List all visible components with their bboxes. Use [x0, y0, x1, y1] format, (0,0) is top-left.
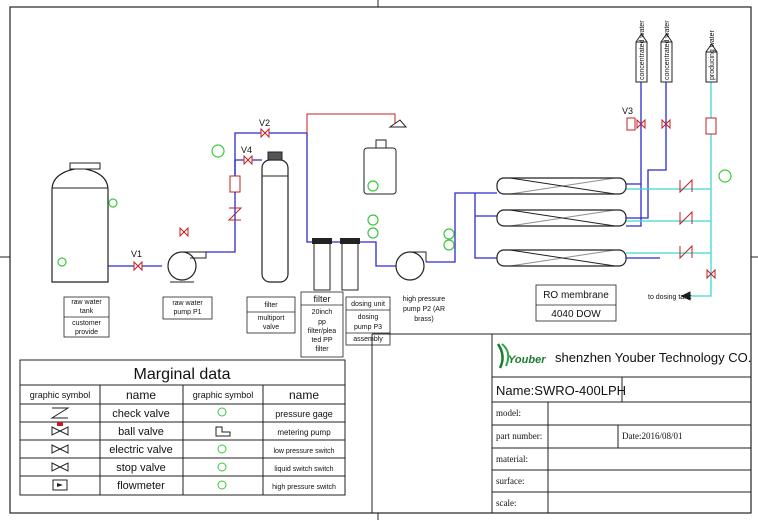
- ro-membranes: [496, 177, 627, 267]
- legend-header-symbol-2: graphic symbol: [193, 390, 254, 400]
- raw-pump-label-2: pump P1: [173, 309, 201, 316]
- raw-tank-label-1: raw water: [71, 299, 102, 306]
- legend-high-pressure-switch: high pressure switch: [272, 484, 336, 491]
- youber-logo-icon: [496, 343, 504, 369]
- high-pressure-pump: [395, 251, 427, 281]
- hp-pump-label-3: brass): [414, 316, 433, 323]
- logo-text: Youber: [508, 354, 546, 366]
- electric-valve-icon: [51, 444, 69, 454]
- pp-filter-label-1: filter: [313, 294, 330, 304]
- pp-filters: [312, 238, 360, 291]
- outlet-label-product: producing water: [709, 30, 716, 80]
- ball-valve-icon: [51, 426, 69, 436]
- legend-stop-valve: stop valve: [116, 462, 166, 474]
- raw-pump-label-1: raw water: [172, 300, 203, 307]
- part-number-label: part number:: [496, 431, 542, 441]
- legend-metering-pump: metering pump: [277, 428, 331, 437]
- raw-tank-label-4: provide: [75, 329, 98, 336]
- legend-low-pressure-switch: low pressure switch: [273, 448, 334, 455]
- dosing-label-3: pump P3: [354, 324, 382, 331]
- valve-label-v1: V1: [131, 249, 142, 259]
- legend-header-name-2: name: [289, 388, 319, 402]
- drawing-name: Name:SWRO-400LPH: [496, 383, 626, 398]
- multiport-filter: [261, 151, 289, 283]
- hp-pump-label-1: high pressure: [403, 296, 446, 303]
- pressure-gage-icon: [217, 407, 227, 417]
- surface-label: surface:: [496, 476, 524, 486]
- legend-ball-valve: ball valve: [118, 426, 164, 438]
- pp-filter-label-5: ted PP: [311, 337, 332, 344]
- raw-water-pump: [167, 251, 207, 283]
- dosing-label-1: dosing unit: [351, 301, 385, 308]
- raw-water-tank: [51, 162, 109, 283]
- legend-electric-valve: electric valve: [109, 444, 173, 456]
- to-dosing-tank-label: to dosing tank: [648, 294, 692, 301]
- stop-valve-icon: [51, 462, 69, 472]
- ro-membrane-label: RO membrane: [543, 290, 609, 301]
- pp-filter-label-2: 20inch: [312, 309, 333, 316]
- dosing-label-4: assembly: [353, 336, 383, 343]
- title-block: Youber shenzhen Youber Technology CO. Na…: [371, 333, 752, 514]
- pp-filter-label-4: filter/plea: [308, 328, 337, 335]
- raw-tank-label-2: tank: [80, 308, 94, 315]
- legend-flowmeter: flowmeter: [117, 480, 165, 492]
- ball-valves: [133, 118, 716, 280]
- legend-check-valve: check valve: [112, 408, 169, 420]
- metering-pump-icon: [215, 426, 231, 437]
- check-valve-icon: [50, 407, 70, 419]
- pressure-gauges: [57, 144, 732, 267]
- outlet-label-concentrated-2: concentrated water: [664, 20, 671, 80]
- valve-label-v2: V2: [259, 118, 270, 128]
- hp-pump-label-2: pump P2 (AR: [403, 306, 445, 313]
- low-pressure-switch-icon: [217, 444, 227, 454]
- pp-filter-label-3: pp: [318, 319, 326, 326]
- outlet-arrows: [635, 33, 718, 301]
- raw-tank-label-3: customer: [72, 320, 101, 327]
- dosing-label-2: dosing: [358, 314, 379, 321]
- equipment-labels: raw water tank customer provide raw wate…: [63, 284, 692, 358]
- check-valves: [227, 178, 693, 260]
- filter-valve-label-2: multiport: [258, 315, 285, 322]
- legend-pressure-gage: pressure gage: [275, 409, 333, 419]
- scale-label: scale:: [496, 498, 517, 508]
- legend-title: Marginal data: [134, 366, 231, 383]
- filter-valve-label-3: valve: [263, 324, 279, 331]
- company-name: shenzhen Youber Technology CO.: [555, 350, 751, 365]
- legend-liquid-switch: liquid switch switch: [274, 466, 333, 473]
- ro-model-label: 4040 DOW: [551, 309, 601, 320]
- valve-label-v3: V3: [622, 106, 633, 116]
- legend-header-name-1: name: [126, 388, 156, 402]
- ball-valve-handle-icon: [57, 422, 63, 426]
- valve-label-v4: V4: [241, 145, 252, 155]
- material-label: material:: [496, 454, 528, 464]
- pp-filter-label-6: filter: [315, 346, 329, 353]
- legend-table: Marginal data graphic symbol name graphi…: [19, 359, 346, 496]
- liquid-switch-icon: [217, 462, 227, 472]
- high-pressure-switch-icon: [217, 480, 227, 490]
- model-label: model:: [496, 408, 521, 418]
- outlet-label-concentrated-1: concentrated water: [639, 20, 646, 80]
- legend-header-symbol-1: graphic symbol: [30, 390, 91, 400]
- drawing-date: Date:2016/08/01: [622, 431, 683, 441]
- flowmeters: [229, 117, 717, 193]
- filter-valve-label-1: filter: [264, 302, 278, 309]
